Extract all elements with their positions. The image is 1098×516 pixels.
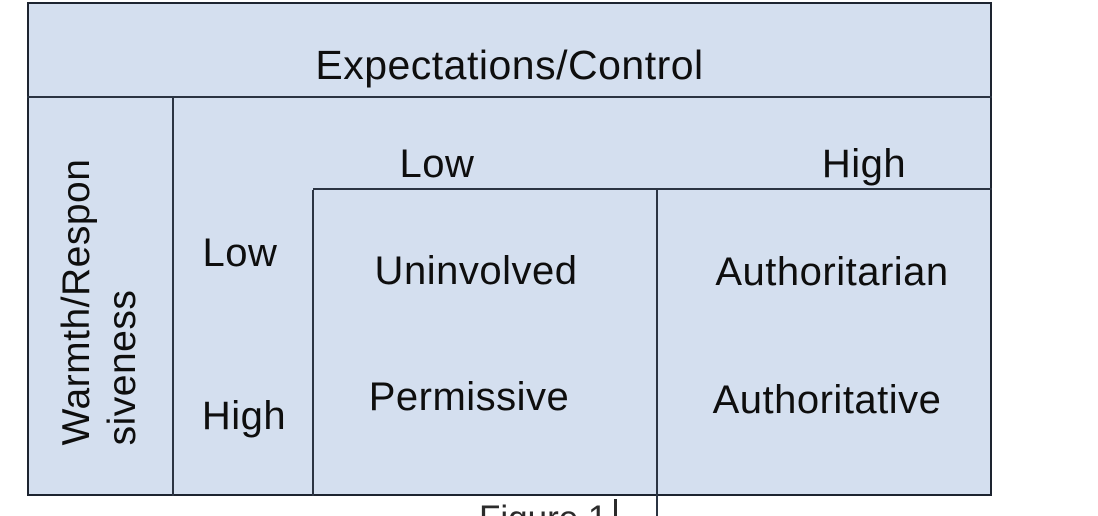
row-header-low: Low [202, 231, 278, 275]
column-header-high: High [821, 142, 907, 186]
figure-caption[interactable]: Figure 1 [479, 501, 607, 516]
column-header-low: Low [399, 142, 475, 186]
cell-authoritative: Authoritative [712, 378, 942, 422]
divider-between-columns [656, 190, 658, 516]
cell-authoritarian: Authoritarian [715, 250, 949, 294]
row-header-high: High [201, 394, 287, 438]
text-cursor [614, 499, 617, 516]
cell-uninvolved: Uninvolved [374, 249, 578, 293]
divider-right-of-side-header [172, 98, 174, 496]
cell-permissive: Permissive [368, 375, 570, 419]
top-axis-label: Expectations/Control [315, 42, 704, 88]
divider-below-top-header [27, 96, 992, 98]
side-axis-label: Warmth/Respon siveness [54, 158, 144, 446]
divider-left-of-cells [312, 190, 314, 496]
divider-below-column-headers [313, 188, 992, 190]
matrix-outer-box [27, 2, 992, 496]
